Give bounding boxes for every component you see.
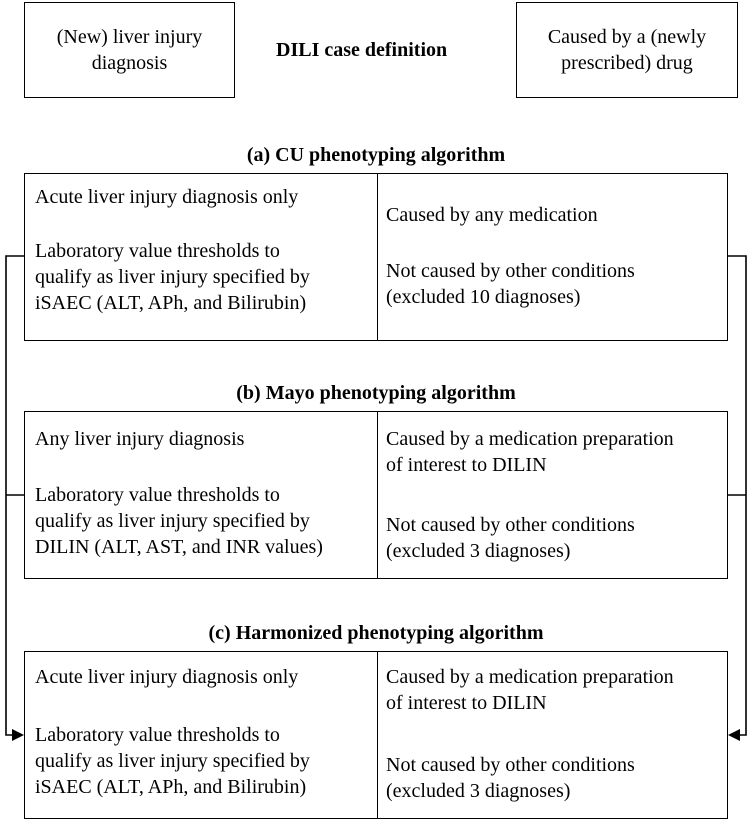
- dili-case-definition-title: DILI case definition: [276, 39, 448, 61]
- caused-by-drug-box: Caused by a (newly prescribed) drug: [516, 2, 738, 98]
- liver-injury-diagnosis-box: (New) liver injury diagnosis: [24, 2, 235, 98]
- algorithm-a-box: Acute liver injury diagnosis only Labora…: [24, 173, 728, 341]
- algorithm-c-left-panel: Acute liver injury diagnosis only Labora…: [25, 652, 377, 818]
- right-arrowhead: [728, 729, 740, 741]
- algorithm-c-medication-text: Caused by a medication preparation of in…: [386, 666, 674, 714]
- algorithm-b-left-panel: Any liver injury diagnosis Laboratory va…: [25, 412, 377, 578]
- left-arrowhead: [12, 729, 24, 741]
- algorithm-a-exclusion-text: Not caused by other conditions (excluded…: [386, 260, 635, 308]
- algorithm-b-medication-text: Caused by a medication preparation of in…: [386, 428, 674, 476]
- algorithm-c-exclusion-text: Not caused by other conditions (excluded…: [386, 754, 635, 802]
- algorithm-a-left-panel: Acute liver injury diagnosis only Labora…: [25, 174, 377, 340]
- algorithm-c-box: Acute liver injury diagnosis only Labora…: [24, 651, 728, 819]
- algorithm-b-diagnosis-text: Any liver injury diagnosis: [35, 428, 245, 450]
- algorithm-a-medication-text: Caused by any medication: [386, 204, 598, 226]
- algorithm-b-box: Any liver injury diagnosis Laboratory va…: [24, 411, 728, 579]
- algorithm-c-right-panel: Caused by a medication preparation of in…: [377, 652, 727, 818]
- algorithm-b-exclusion-text: Not caused by other conditions (excluded…: [386, 514, 635, 562]
- algorithm-a-heading: (a) CU phenotyping algorithm: [246, 144, 506, 166]
- algorithm-c-lab-threshold-text: Laboratory value thresholds to qualify a…: [35, 724, 310, 798]
- algorithm-c-diagnosis-text: Acute liver injury diagnosis only: [35, 666, 299, 688]
- algorithm-b-right-panel: Caused by a medication preparation of in…: [377, 412, 727, 578]
- algorithm-c-heading: (c) Harmonized phenotyping algorithm: [208, 622, 544, 644]
- algorithm-b-heading: (b) Mayo phenotyping algorithm: [236, 382, 516, 404]
- algorithm-a-right-panel: Caused by any medication Not caused by o…: [377, 174, 727, 340]
- algorithm-b-lab-threshold-text: Laboratory value thresholds to qualify a…: [35, 484, 323, 558]
- algorithm-a-diagnosis-text: Acute liver injury diagnosis only: [35, 186, 299, 208]
- algorithm-a-lab-threshold-text: Laboratory value thresholds to qualify a…: [35, 240, 310, 314]
